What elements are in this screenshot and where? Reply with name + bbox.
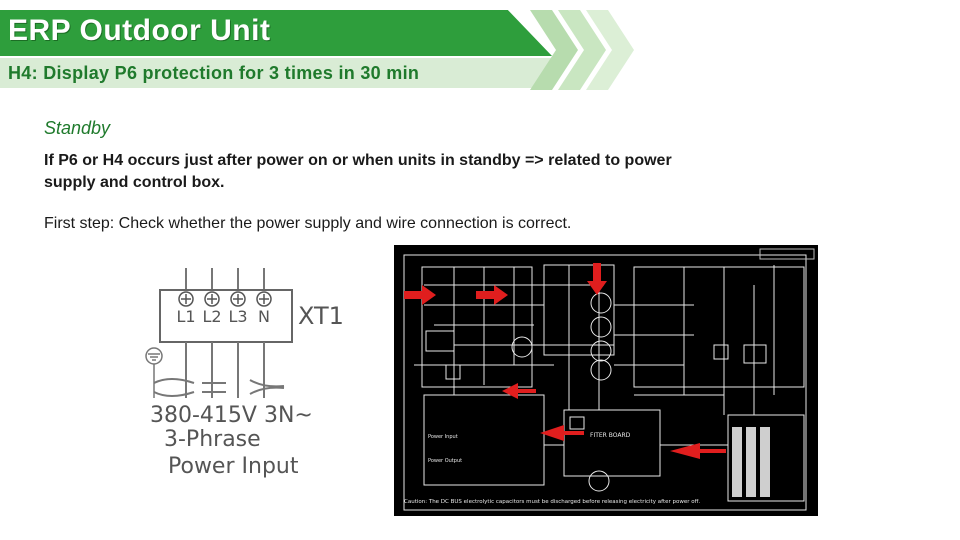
phase-label: 3-Phrase xyxy=(164,427,261,452)
terminal-strip xyxy=(732,427,770,497)
paragraph-standby-condition: If P6 or H4 occurs just after power on o… xyxy=(44,152,672,191)
section-label: Standby xyxy=(44,118,111,138)
output-wires xyxy=(153,342,285,398)
voltage-label: 380-415V 3N~ xyxy=(150,403,313,428)
paragraph-first-step: First step: Check whether the power supp… xyxy=(44,215,572,232)
terminal-block-label: XT1 xyxy=(298,302,344,330)
red-arrow-icon xyxy=(587,263,607,295)
title-bar xyxy=(0,10,552,56)
filter-board-label: FITER BOARD xyxy=(590,432,631,439)
highlight-arrows xyxy=(404,263,726,459)
red-arrow-icon xyxy=(540,425,584,441)
title-stamp xyxy=(759,248,815,260)
terminal-block-diagram: L1 L2 L3 N XT1 380-415V 3N~ 3-Phrase Pow… xyxy=(145,268,344,479)
ground-icon xyxy=(145,347,163,398)
red-arrow-icon xyxy=(502,383,536,399)
circuit-lines xyxy=(403,254,807,511)
red-arrow-icon xyxy=(404,285,436,305)
terminal-screw-marks xyxy=(181,294,269,304)
terminal-label: L1 xyxy=(176,307,195,326)
caution-note: Caution: The DC BUS electrolytic capacit… xyxy=(404,499,700,505)
power-output-label: Power Output xyxy=(428,458,462,464)
input-wires xyxy=(185,268,265,290)
red-arrow-icon xyxy=(670,443,726,459)
terminal-label: L3 xyxy=(228,307,247,326)
power-input-label: Power Input xyxy=(428,434,458,440)
red-arrow-icon xyxy=(476,285,508,305)
subtitle-bar xyxy=(0,58,552,88)
power-input-caption: Power Input xyxy=(168,454,299,479)
wiring-diagram: FITER BOARD Power Input Power Output Cau… xyxy=(394,245,818,516)
chevron-shape xyxy=(530,10,578,90)
terminal-label: N xyxy=(258,307,270,326)
slide-subtitle: H4: Display P6 protection for 3 times in… xyxy=(8,63,420,83)
chevron-decoration xyxy=(530,10,634,90)
chevron-shape xyxy=(558,10,606,90)
chevron-shape xyxy=(586,10,634,90)
terminal-label: L2 xyxy=(202,307,221,326)
slide-title: ERP Outdoor Unit xyxy=(8,14,271,47)
